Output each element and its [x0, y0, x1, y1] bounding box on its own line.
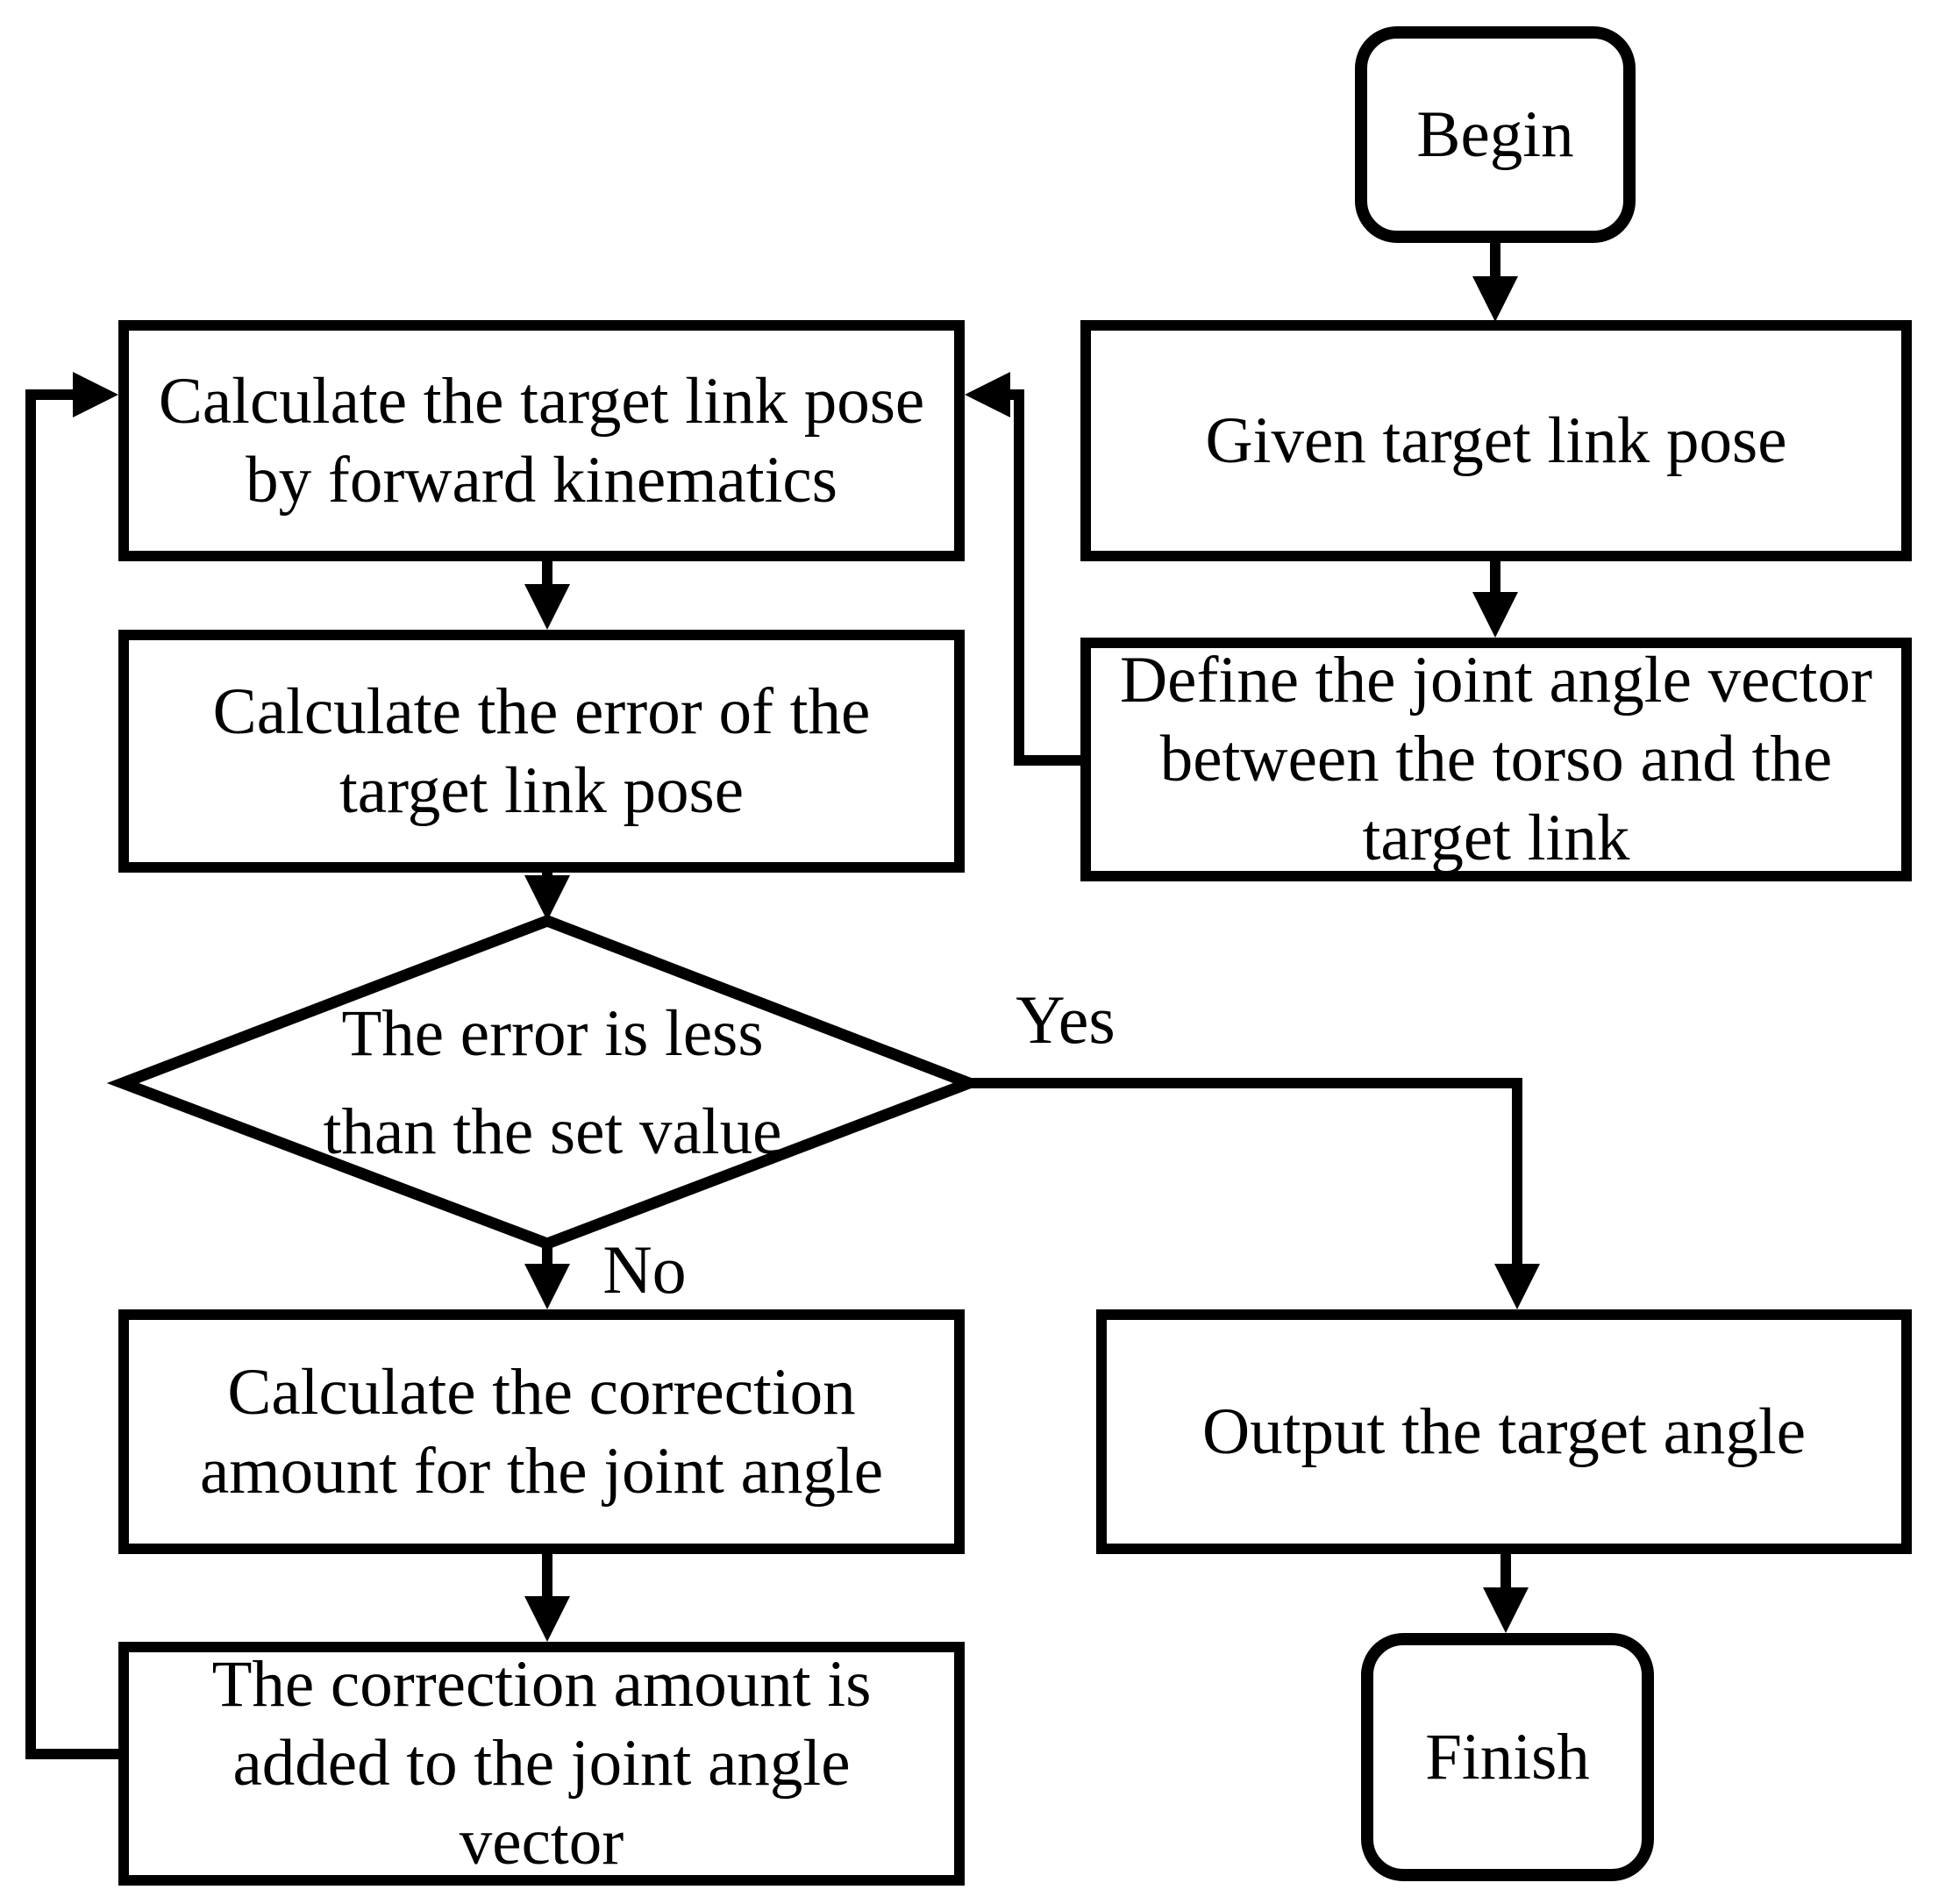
output-target-angle-box: Output the target angle: [1096, 1309, 1912, 1554]
begin-node: Begin: [1355, 26, 1636, 243]
no-edge-label: No: [602, 1231, 687, 1308]
add-correction-box: The correction amount is added to the jo…: [118, 1642, 965, 1886]
decision-diamond-label: The error is less than the set value: [323, 996, 782, 1169]
calculate-error-box: Calculate the error of the target link p…: [118, 630, 965, 873]
decision-diamond-shape: [106, 915, 986, 1250]
yes-edge-label: Yes: [1016, 981, 1115, 1058]
calculate-error-label: Calculate the error of the target link p…: [212, 674, 871, 827]
calculate-target-pose-label: Calculate the target link pose by forwar…: [158, 364, 925, 517]
output-target-angle-label: Output the target angle: [1201, 1394, 1806, 1468]
given-target-link-pose-box: Given target link pose: [1080, 320, 1912, 561]
define-joint-angle-vector-box: Define the joint angle vector between th…: [1080, 638, 1912, 881]
calculate-correction-label: Calculate the correction amount for the …: [200, 1355, 883, 1508]
finish-node: Finish: [1361, 1633, 1654, 1881]
edge-loopback: [25, 389, 118, 1759]
begin-label: Begin: [1416, 97, 1574, 171]
given-target-link-pose-label: Given target link pose: [1205, 403, 1787, 477]
define-joint-angle-vector-label: Define the joint angle vector between th…: [1120, 644, 1872, 874]
finish-label: Finish: [1425, 1720, 1590, 1793]
arrowheads: [73, 276, 1540, 1642]
edge-decision-yes: [969, 1078, 1522, 1266]
calculate-correction-box: Calculate the correction amount for the …: [118, 1309, 965, 1554]
edge-define-to-calcpose: [1009, 389, 1080, 766]
calculate-target-pose-box: Calculate the target link pose by forwar…: [118, 320, 965, 561]
add-correction-label: The correction amount is added to the jo…: [211, 1648, 872, 1879]
